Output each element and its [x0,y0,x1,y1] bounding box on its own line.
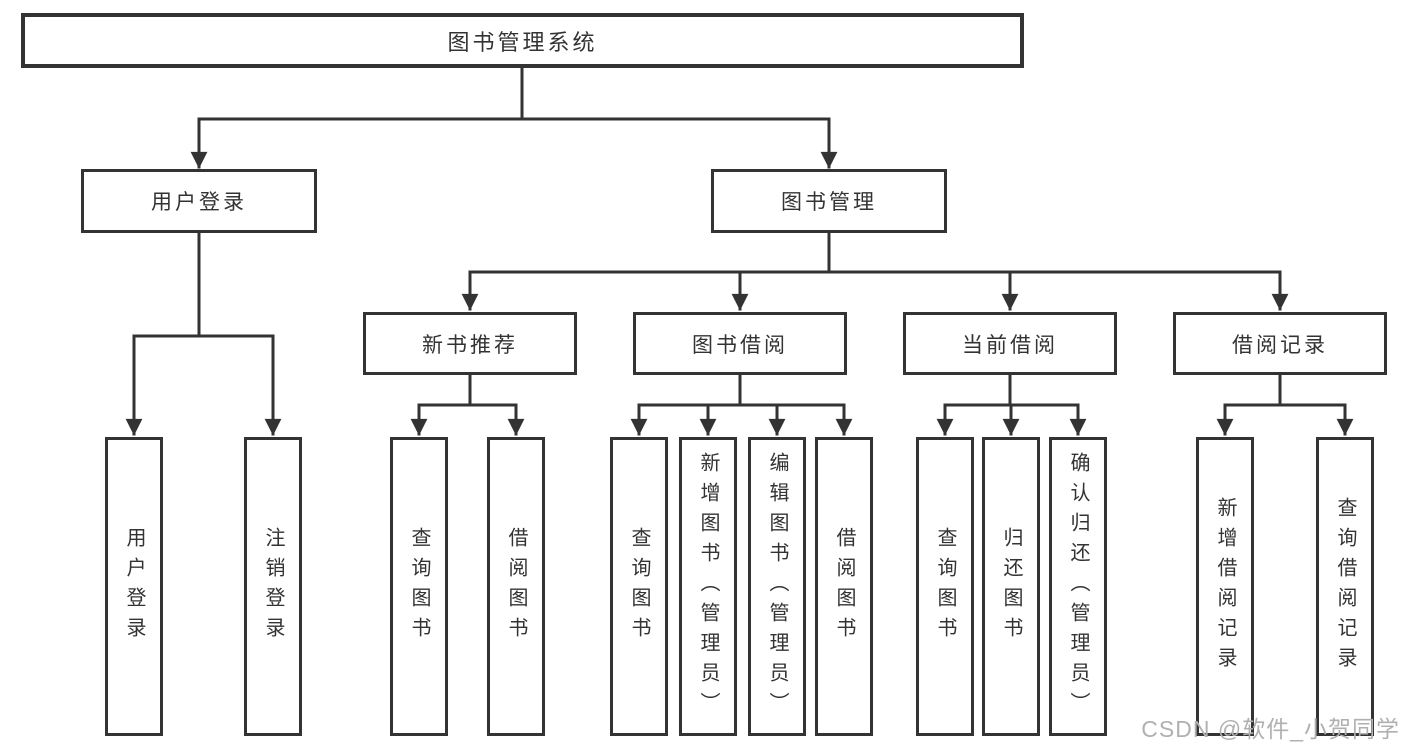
node-leaf-cb-query-book: 查询图书 [916,437,974,736]
node-book-borrowing: 图书借阅 [633,312,847,375]
node-leaf-cb-return-book: 归还图书 [982,437,1040,736]
node-library-management-system: 图书管理系统 [21,13,1024,68]
node-leaf-rec-borrow-book: 借阅图书 [487,437,545,736]
node-leaf-br-query-record: 查询借阅记录 [1316,437,1374,736]
node-leaf-logout: 注销登录 [244,437,302,736]
node-leaf-user-login: 用户登录 [105,437,163,736]
node-new-book-recommendation: 新书推荐 [363,312,577,375]
node-book-management: 图书管理 [711,169,947,233]
node-current-borrowing: 当前借阅 [903,312,1117,375]
node-leaf-br-add-record: 新增借阅记录 [1196,437,1254,736]
node-user-login: 用户登录 [81,169,317,233]
node-leaf-bb-query-book: 查询图书 [610,437,668,736]
csdn-watermark: CSDN @软件_小贺同学 [1141,716,1400,742]
node-leaf-bb-borrow-book: 借阅图书 [815,437,873,736]
node-borrowing-records: 借阅记录 [1173,312,1387,375]
node-leaf-bb-edit-book-admin: 编辑图书（管理员） [748,437,806,736]
node-leaf-cb-confirm-return-admin: 确认归还（管理员） [1049,437,1107,736]
node-leaf-rec-query-book: 查询图书 [390,437,448,736]
node-leaf-bb-add-book-admin: 新增图书（管理员） [679,437,737,736]
